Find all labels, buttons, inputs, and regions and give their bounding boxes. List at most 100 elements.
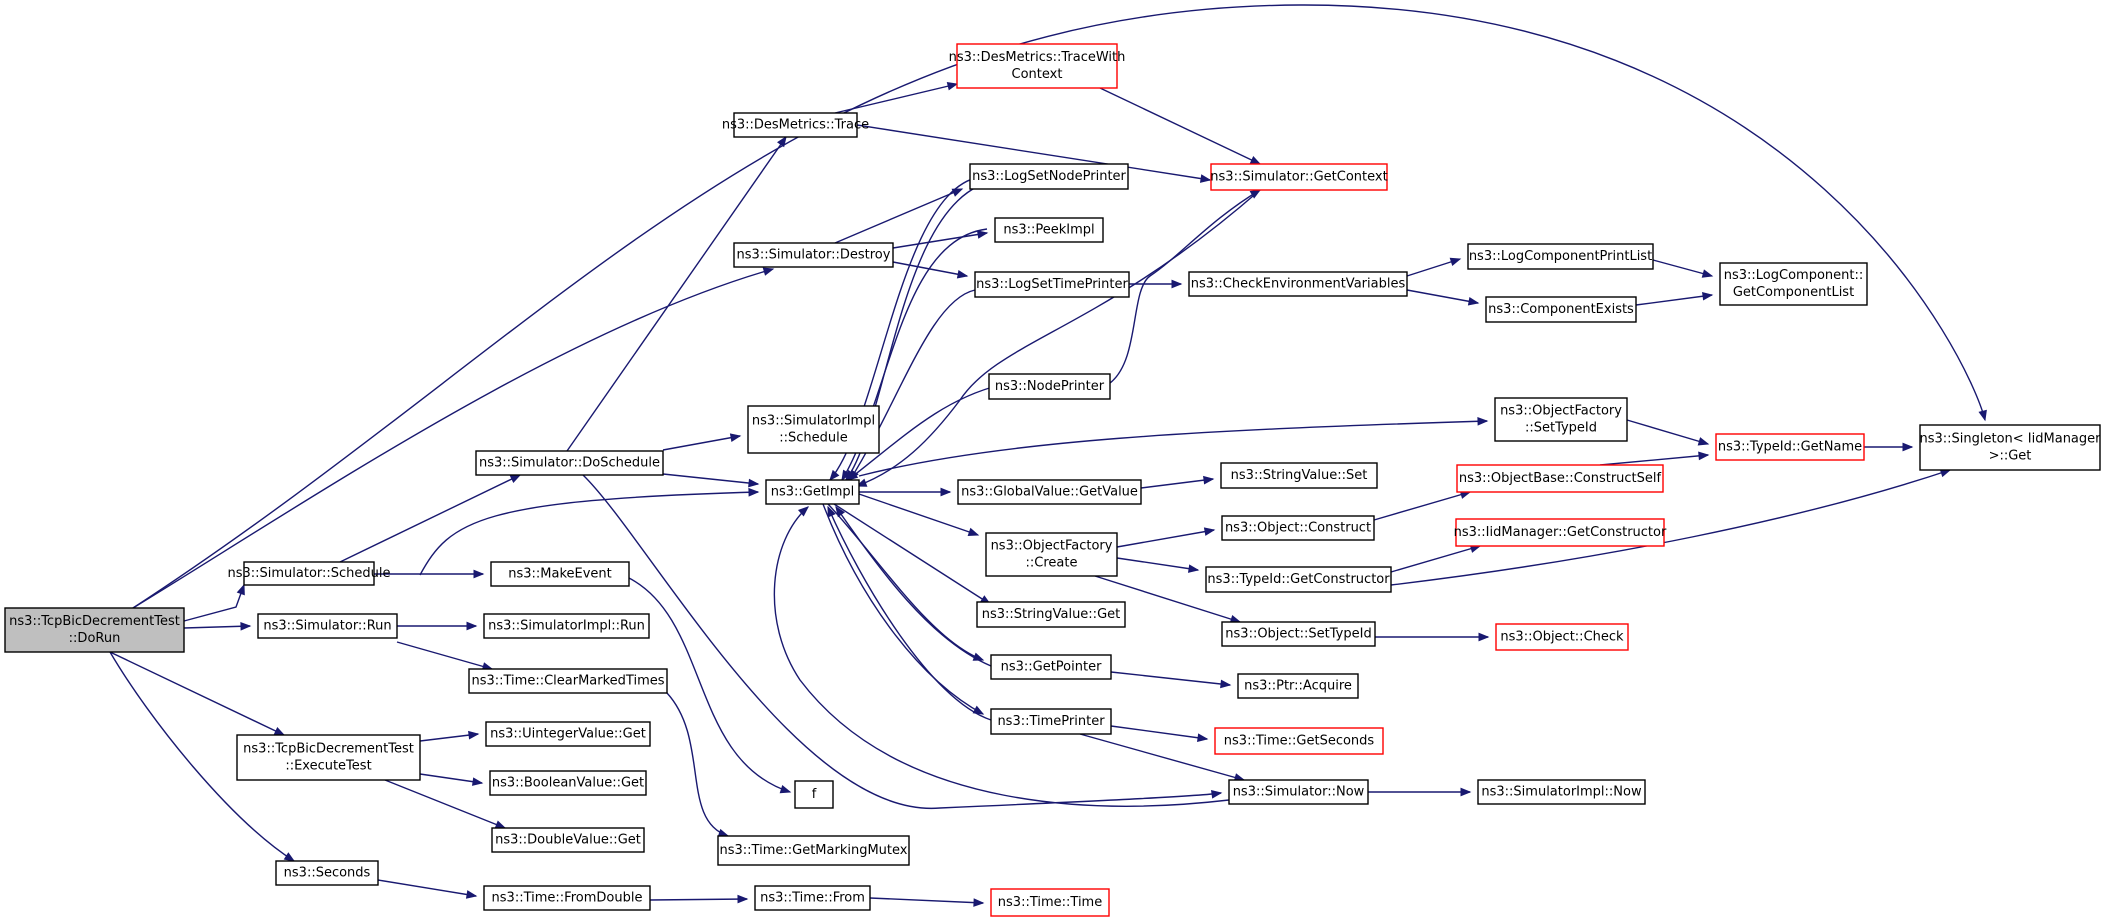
node-executetest[interactable]: ns3::TcpBicDecrementTest::ExecuteTest (236, 734, 421, 781)
node-stringvalueget[interactable]: ns3::StringValue::Get (976, 601, 1126, 628)
node-uintget[interactable]: ns3::UintegerValue::Get (485, 721, 651, 747)
node-box (1237, 673, 1359, 699)
call-edge-line (339, 474, 521, 563)
node-box (1455, 518, 1665, 547)
node-box (1715, 433, 1865, 461)
node-label: ns3::GetPointer (1001, 660, 1102, 675)
arrowhead-icon (466, 621, 478, 631)
call-edge (566, 135, 787, 452)
node-label: ns3::TypeId::GetName (1718, 440, 1862, 455)
node-typeidgetname[interactable]: ns3::TypeId::GetName (1715, 433, 1865, 461)
node-iidmanagergetconstructor[interactable]: ns3::IidManager::GetConstructor (1454, 518, 1667, 547)
call-edge (834, 81, 959, 114)
arrowhead-icon (1460, 787, 1472, 797)
node-checkenv[interactable]: ns3::CheckEnvironmentVariables (1188, 271, 1408, 297)
call-edge (833, 503, 992, 605)
node-label: ns3::LogComponent:: (1724, 268, 1864, 283)
node-objectsettypeid[interactable]: ns3::Object::SetTypeId (1221, 621, 1376, 647)
arrowhead-icon (835, 505, 845, 518)
node-label: ns3::DesMetrics::TraceWith (949, 50, 1126, 65)
node-destroy[interactable]: ns3::Simulator::Destroy (733, 242, 894, 268)
node-getpointer[interactable]: ns3::GetPointer (990, 654, 1112, 680)
node-getimpl[interactable]: ns3::GetImpl (765, 479, 860, 505)
call-edge-line (662, 435, 741, 451)
call-edge-line (582, 474, 1222, 809)
node-objfactorysettypeid[interactable]: ns3::ObjectFactory::SetTypeId (1494, 397, 1628, 442)
node-peekimpl[interactable]: ns3::PeekImpl (994, 217, 1104, 243)
node-getcontext[interactable]: ns3::Simulator::GetContext (1210, 163, 1388, 191)
node-box (990, 888, 1110, 917)
node-getcomponentlist[interactable]: ns3::LogComponent::GetComponentList (1719, 262, 1868, 306)
node-simimplschedule[interactable]: ns3::SimulatorImpl::Schedule (747, 405, 880, 454)
call-edge-line (384, 779, 506, 829)
call-edge (1864, 442, 1914, 452)
node-label: ::Create (1026, 556, 1078, 571)
node-label: ns3::Simulator::DoSchedule (479, 456, 660, 471)
node-box (976, 601, 1126, 628)
node-box (754, 885, 871, 911)
node-logsetnodeprinter[interactable]: ns3::LogSetNodePrinter (969, 163, 1129, 190)
node-box (483, 885, 651, 911)
node-simimplnow[interactable]: ns3::SimulatorImpl::Now (1477, 779, 1646, 805)
call-edge (1129, 279, 1183, 289)
node-label: ns3::GetImpl (771, 485, 855, 500)
call-edge (892, 261, 969, 279)
call-edge (1390, 468, 1952, 586)
node-box (733, 242, 894, 268)
node-schedule[interactable]: ns3::Simulator::Schedule (227, 561, 391, 586)
call-edge (377, 879, 478, 899)
node-simimplrun[interactable]: ns3::SimulatorImpl::Run (483, 613, 650, 639)
node-simnow[interactable]: ns3::Simulator::Now (1228, 779, 1369, 805)
node-timefrom[interactable]: ns3::Time::From (754, 885, 871, 911)
node-label: ns3::UintegerValue::Get (490, 727, 646, 742)
node-desmetricstrace[interactable]: ns3::DesMetrics::Trace (722, 112, 869, 138)
call-edge-line (1652, 259, 1713, 277)
node-objectcheck[interactable]: ns3::Object::Check (1495, 623, 1629, 651)
node-doubleget[interactable]: ns3::DoubleValue::Get (491, 827, 645, 853)
arrowhead-icon (779, 784, 792, 794)
node-globalvalueget[interactable]: ns3::GlobalValue::GetValue (957, 479, 1142, 505)
node-label: ::DoRun (69, 631, 121, 646)
node-boolget[interactable]: ns3::BooleanValue::Get (489, 770, 647, 796)
node-box (956, 43, 1118, 89)
node-ptracquire[interactable]: ns3::Ptr::Acquire (1237, 673, 1359, 699)
call-edge-line (835, 506, 992, 667)
node-box (990, 708, 1112, 735)
node-makeevent[interactable]: ns3::MakeEvent (490, 561, 630, 587)
node-box (1467, 243, 1654, 270)
node-run[interactable]: ns3::Simulator::Run (257, 613, 398, 639)
node-timetime[interactable]: ns3::Time::Time (990, 888, 1110, 917)
node-nodeprinter[interactable]: ns3::NodePrinter (988, 373, 1111, 400)
node-f[interactable]: f (794, 780, 834, 809)
arrowhead-icon (829, 469, 840, 482)
node-root[interactable]: ns3::TcpBicDecrementTest::DoRun (4, 607, 185, 653)
node-logsettimeprinter[interactable]: ns3::LogSetTimePrinter (974, 271, 1130, 298)
node-clearmarked[interactable]: ns3::Time::ClearMarkedTimes (468, 668, 668, 694)
node-fromdouble[interactable]: ns3::Time::FromDouble (483, 885, 651, 911)
node-objbaseconstructself[interactable]: ns3::ObjectBase::ConstructSelf (1456, 464, 1664, 493)
call-edge-line (822, 503, 984, 715)
call-edge (132, 4, 1987, 609)
node-singletonget[interactable]: ns3::Singleton< IidManager >::Get (1919, 424, 2101, 471)
node-label: ns3::LogComponentPrintList (1469, 249, 1652, 264)
node-componentexists[interactable]: ns3::ComponentExists (1485, 296, 1637, 323)
arrowhead-icon (967, 527, 980, 537)
node-box (485, 721, 651, 747)
node-getmarkingmutex[interactable]: ns3::Time::GetMarkingMutex (717, 835, 910, 866)
node-objectconstruct[interactable]: ns3::Object::Construct (1221, 515, 1375, 541)
node-objfactorycreate[interactable]: ns3::ObjectFactory::Create (985, 532, 1118, 577)
node-timegetseconds[interactable]: ns3::Time::GetSeconds (1214, 727, 1384, 755)
node-seconds[interactable]: ns3::Seconds (275, 860, 379, 886)
node-typeidgetconstructor[interactable]: ns3::TypeId::GetConstructor (1205, 566, 1392, 593)
node-label: ns3::PeekImpl (1003, 223, 1094, 238)
node-logcompprintlist[interactable]: ns3::LogComponentPrintList (1467, 243, 1654, 270)
node-timeprinter[interactable]: ns3::TimePrinter (990, 708, 1112, 735)
node-stringvalueset[interactable]: ns3::StringValue::Set (1220, 462, 1378, 489)
call-edge-line (419, 491, 759, 576)
call-edge-line (419, 773, 483, 784)
arrowhead-icon (1220, 679, 1232, 689)
arrowhead-icon (494, 820, 507, 829)
call-nodes: ns3::TcpBicDecrementTest::DoRunns3::Simu… (4, 43, 2101, 917)
node-doschedule[interactable]: ns3::Simulator::DoSchedule (475, 450, 664, 476)
